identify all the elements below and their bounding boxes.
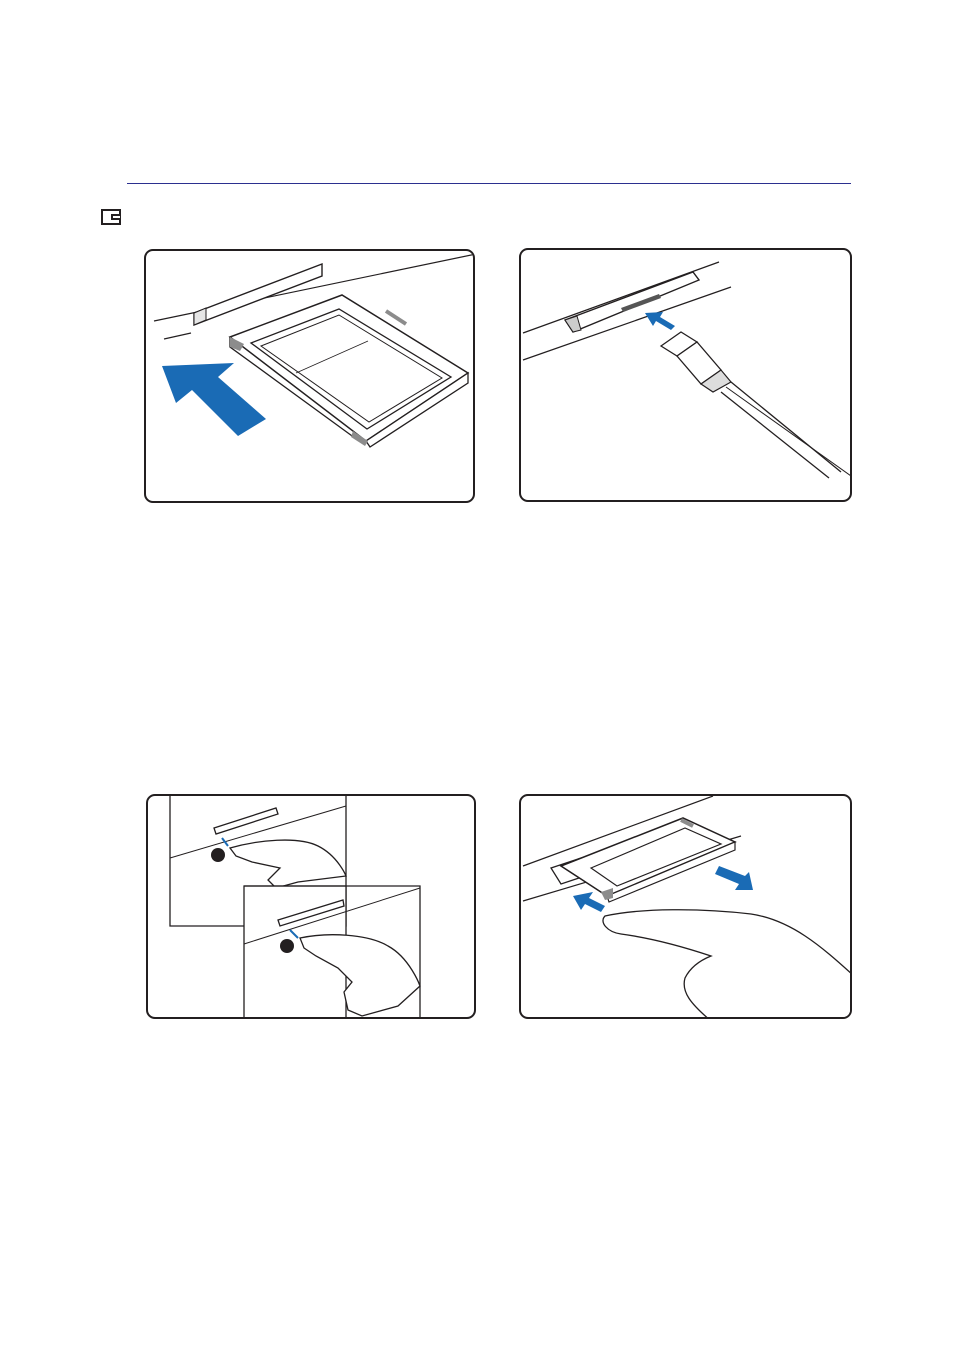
card-removal-illustration (521, 796, 852, 1019)
figure-insert-pc-card (144, 249, 475, 503)
pc-card-insert-illustration (146, 251, 475, 503)
figure-press-eject-button (146, 794, 476, 1019)
cable-connector-illustration (521, 250, 852, 502)
figure-remove-card (519, 794, 852, 1019)
figure-connect-cable (519, 248, 852, 502)
header-rule (127, 183, 851, 184)
eject-button-press-illustration (148, 796, 476, 1019)
card-slot-icon (100, 208, 122, 226)
